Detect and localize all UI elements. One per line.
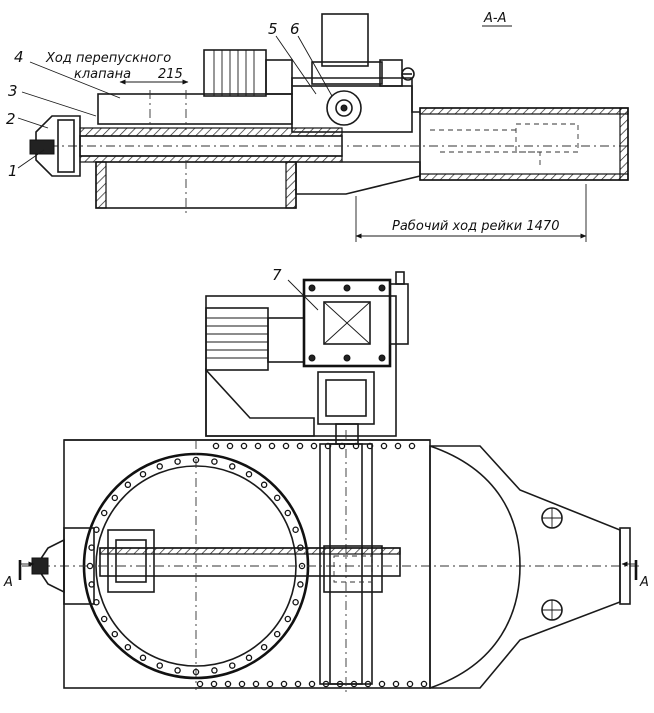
bolt (254, 442, 262, 450)
extension-tube (419, 107, 629, 181)
bolt (245, 654, 253, 662)
bolt (196, 680, 204, 688)
callout-4: 4 (14, 48, 24, 66)
section-view-a-a: А-А (6, 11, 630, 242)
bolt (124, 481, 132, 489)
bolt (240, 442, 248, 450)
rack-lower-wall (79, 155, 343, 163)
top-motor-body (321, 13, 369, 67)
lower-casing (95, 161, 297, 209)
bolt (139, 470, 147, 478)
plan-brake (389, 283, 409, 345)
bolt (408, 442, 416, 450)
bolt (392, 680, 400, 688)
bolt (100, 509, 108, 517)
bolt (394, 442, 402, 450)
piston (107, 529, 155, 593)
bolt (211, 667, 218, 674)
bolt (156, 662, 163, 669)
callout-7: 7 (272, 266, 282, 284)
section-arrow-left: А (3, 575, 13, 590)
bolt (292, 599, 299, 606)
bolt (260, 481, 268, 489)
bolt (406, 680, 414, 688)
bolt (292, 526, 299, 533)
callout-3: 3 (8, 82, 18, 100)
bolt (310, 442, 318, 450)
top-motor-flange (311, 61, 383, 85)
bolt (268, 442, 276, 450)
end-cap (35, 115, 81, 177)
bolt (378, 680, 386, 688)
tapered-transition (295, 161, 421, 195)
bolt (420, 680, 428, 688)
bolt (280, 680, 288, 688)
bolt (124, 643, 132, 651)
bolt (111, 630, 119, 638)
body-bolts-bottom (196, 680, 428, 688)
callout-6: 6 (290, 20, 300, 38)
section-arrow-right: А (639, 575, 649, 590)
top-brake (379, 59, 403, 87)
bolt (380, 442, 388, 450)
bolt (296, 442, 304, 450)
bolt (210, 680, 218, 688)
bypass-travel-label-line1: Ход перепускного (45, 51, 171, 66)
bolt (273, 630, 281, 638)
bolt (174, 458, 181, 465)
callout-5: 5 (268, 20, 278, 38)
callout-1: 1 (8, 162, 18, 180)
section-label: А-А (483, 11, 506, 26)
gear-wheel (326, 90, 362, 126)
bolt (252, 680, 260, 688)
bolt (245, 470, 253, 478)
right-tapered-housing (429, 445, 621, 689)
bolt (211, 458, 218, 465)
bolt (294, 680, 302, 688)
bolt (282, 442, 290, 450)
bolt (224, 680, 232, 688)
bolt (238, 680, 246, 688)
bolt (156, 463, 163, 470)
dim-215: 215 (158, 67, 183, 82)
bypass-travel-label-line2: клапана (74, 67, 131, 82)
gate-body (63, 439, 431, 689)
rack-upper-wall (79, 127, 343, 137)
bolt (139, 654, 147, 662)
body-bolts-top (212, 442, 416, 450)
bolt (212, 442, 220, 450)
bolt (226, 442, 234, 450)
callout-leaders (17, 35, 333, 169)
bolt (229, 463, 236, 470)
plan-end-cap (35, 538, 65, 594)
bolt (229, 662, 236, 669)
bolt (100, 615, 108, 623)
plan-view: 7 (3, 266, 649, 696)
carriage-block (323, 545, 383, 593)
plan-motor-fins (206, 317, 268, 359)
bolt (284, 615, 292, 623)
bolt (174, 667, 181, 674)
motor-fins (213, 50, 255, 96)
bolt (111, 494, 119, 502)
gearbox-bolts (308, 284, 386, 362)
bypass-valve-body (97, 93, 293, 125)
bolt (266, 680, 274, 688)
bolt (297, 581, 304, 588)
working-stroke-label: Рабочий ход рейки 1470 (392, 219, 559, 234)
bolt (284, 509, 292, 517)
bolt (273, 494, 281, 502)
bolt (260, 643, 268, 651)
bolt (308, 680, 316, 688)
bolt (86, 562, 94, 570)
callout-2: 2 (6, 110, 16, 128)
finned-motor (203, 49, 267, 97)
end-nut (29, 139, 55, 155)
plan-finned-motor (205, 307, 269, 371)
